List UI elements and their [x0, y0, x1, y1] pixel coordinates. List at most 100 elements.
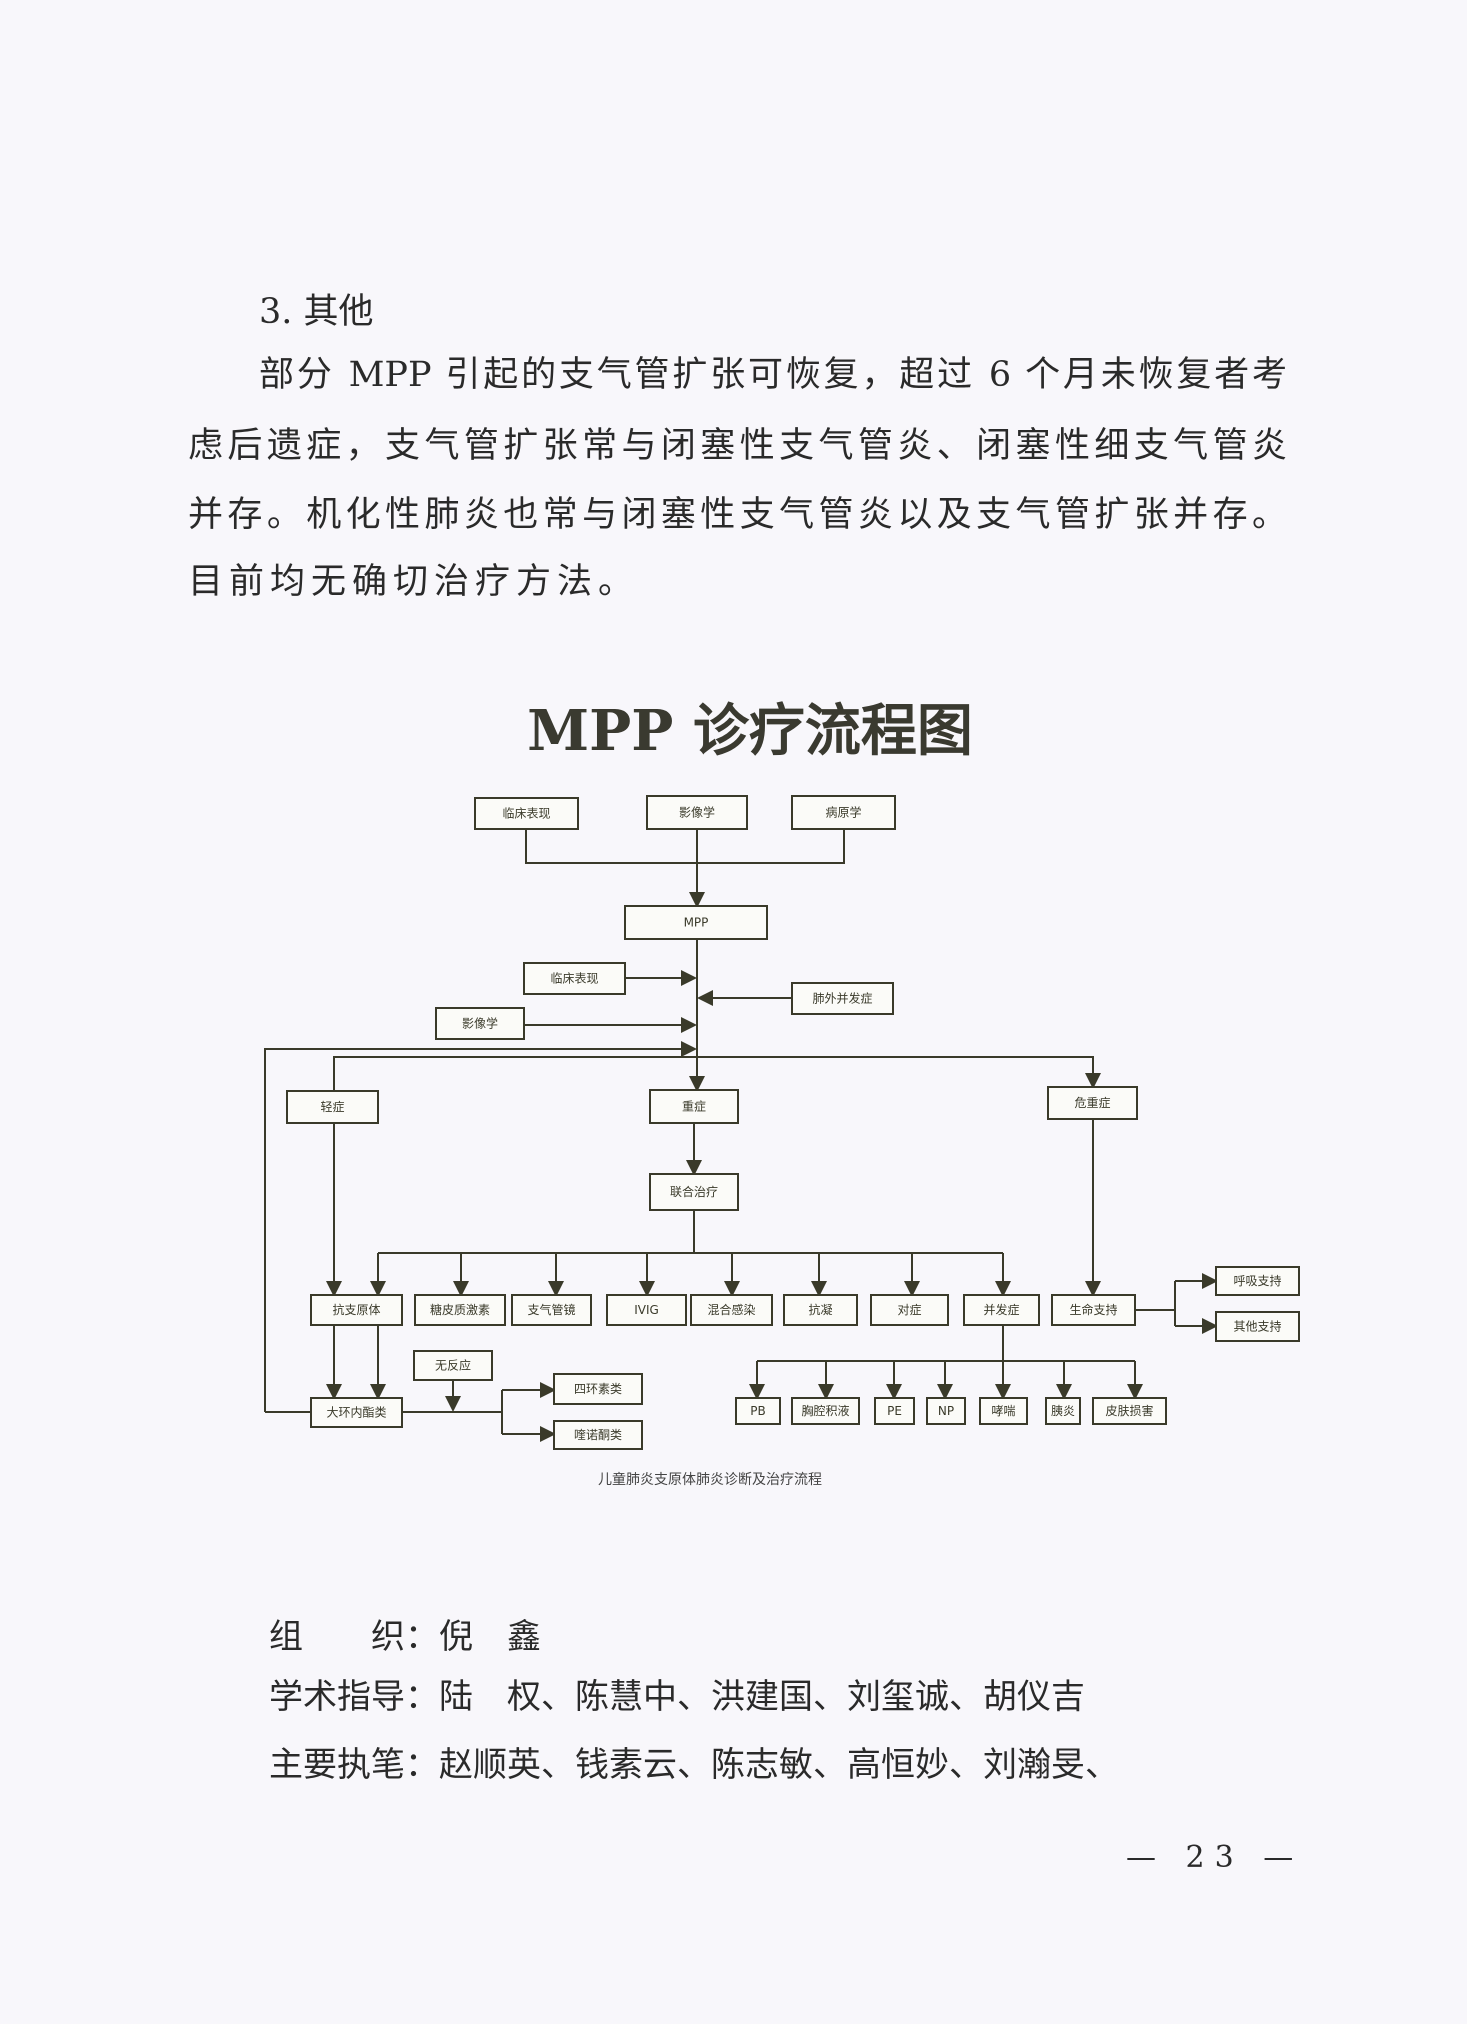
paragraph-line: 虑后遗症，支气管扩张常与闭塞性支气管炎、闭塞性细支气管炎	[188, 426, 1287, 466]
flow-arrow	[333, 1056, 1101, 1091]
flow-node-box	[870, 1294, 949, 1326]
flow-node-label: 生命支持	[1069, 1302, 1117, 1317]
credit-academic-advisors: 学术指导：陆 权、陈慧中、洪建国、刘玺诚、胡仪吉	[269, 1677, 1085, 1717]
flow-node-box	[553, 1420, 643, 1450]
flow-node-label: 抗凝	[808, 1302, 832, 1317]
flow-node-label: 胰炎	[1051, 1404, 1075, 1418]
flow-node-quinolone: 喹诺酮类	[553, 1420, 643, 1450]
flow-node-combined: 联合治疗	[649, 1173, 739, 1211]
flow-node-box	[606, 1294, 687, 1326]
flow-node-label: 并发症	[983, 1302, 1019, 1317]
flow-node-label: 影像学	[462, 1016, 498, 1031]
flow-node-steroid: 糖皮质激素	[414, 1294, 506, 1326]
paragraph-line: 目前均无确切治疗方法。	[188, 562, 640, 602]
flow-node-tetracycline: 四环素类	[553, 1373, 643, 1405]
flow-node-box	[624, 905, 768, 940]
flow-node-box	[1051, 1294, 1136, 1326]
flow-connector	[525, 829, 845, 864]
flow-node-label: IVIG	[634, 1303, 659, 1317]
flow-node-box	[1215, 1266, 1300, 1296]
flow-node-label: 大环内酯类	[326, 1406, 386, 1420]
flow-node-box	[874, 1397, 915, 1425]
flow-node-box	[523, 962, 626, 995]
flow-node-box	[474, 797, 579, 830]
flow-node-mpp: MPP	[624, 905, 768, 940]
flow-node-label: 临床表现	[550, 972, 598, 986]
credit-main-writers: 主要执笔：赵顺英、钱素云、陈志敏、高恒妙、刘瀚旻、	[269, 1745, 1119, 1785]
flow-node-label: 呼吸支持	[1233, 1273, 1281, 1288]
flow-node-box	[791, 795, 896, 830]
flow-node-box	[286, 1090, 379, 1124]
flow-node-imaging2: 影像学	[435, 1007, 525, 1040]
flow-node-mixed: 混合感染	[690, 1294, 773, 1326]
flow-node-lifesupport: 生命支持	[1051, 1294, 1136, 1326]
flow-node-label: 皮肤损害	[1105, 1403, 1153, 1418]
flow-node-label: NP	[938, 1404, 954, 1418]
flow-node-label: 临床表现	[502, 807, 550, 821]
flow-node-ivig: IVIG	[606, 1294, 687, 1326]
flow-node-box	[791, 982, 894, 1015]
flow-node-box	[735, 1397, 781, 1425]
flow-node-macrolide: 大环内酯类	[310, 1397, 403, 1428]
flow-node-box	[791, 1397, 860, 1425]
flow-node-box	[310, 1397, 403, 1428]
flow-node-pathogen: 病原学	[791, 795, 896, 830]
flow-node-box	[649, 1089, 739, 1124]
flow-node-imaging1: 影像学	[646, 795, 748, 830]
flow-node-box	[926, 1397, 966, 1425]
paragraph-line: 并存。机化性肺炎也常与闭塞性支气管炎以及支气管扩张并存。	[188, 495, 1287, 535]
flow-node-label: 胸腔积液	[801, 1403, 849, 1418]
flow-node-label: 四环素类	[574, 1382, 622, 1396]
flow-node-label: 轻症	[320, 1099, 344, 1114]
flow-node-label: 危重症	[1074, 1095, 1110, 1110]
flow-node-label: 抗支原体	[332, 1302, 380, 1317]
credit-organizer: 组 织：倪 鑫	[269, 1617, 541, 1657]
flow-node-box	[963, 1294, 1040, 1326]
flow-node-box	[1045, 1397, 1081, 1425]
flow-node-box	[649, 1173, 739, 1211]
flow-node-np: NP	[926, 1397, 966, 1425]
flow-node-noresponse: 无反应	[413, 1350, 493, 1381]
flow-node-severe: 重症	[649, 1089, 739, 1124]
page-number: — 23 —	[1126, 1840, 1304, 1875]
flow-node-label: 病原学	[825, 805, 861, 820]
flow-node-label: 其他支持	[1233, 1319, 1281, 1334]
flow-node-anticoag: 抗凝	[783, 1294, 858, 1326]
flow-node-bronchoscopy: 支气管镜	[511, 1294, 592, 1326]
flow-node-extrapulmonary: 肺外并发症	[791, 982, 894, 1015]
flow-node-label: 哮喘	[991, 1404, 1015, 1418]
flow-node-asthma: 哮喘	[979, 1397, 1028, 1425]
flow-node-box	[310, 1294, 403, 1326]
flow-node-box	[414, 1294, 506, 1326]
flow-node-label: 支气管镜	[527, 1302, 575, 1317]
flow-node-label: 对症	[897, 1302, 921, 1317]
section-heading: 3. 其他	[259, 292, 374, 332]
flow-node-label: 影像学	[679, 805, 715, 820]
flow-node-pancreatitis: 胰炎	[1045, 1397, 1081, 1425]
flow-arrow	[264, 1041, 697, 1412]
flow-node-critical: 危重症	[1047, 1086, 1138, 1120]
flow-node-label: 肺外并发症	[812, 991, 872, 1006]
flow-node-pb: PB	[735, 1397, 781, 1425]
flow-node-clinical2: 临床表现	[523, 962, 626, 995]
flow-node-label: 糖皮质激素	[430, 1302, 490, 1317]
flowchart-title: MPP 诊疗流程图	[527, 698, 973, 764]
flow-node-box	[1047, 1086, 1138, 1120]
flow-node-label: MPP	[684, 916, 709, 930]
flow-node-antimyco: 抗支原体	[310, 1294, 403, 1326]
flow-node-mild: 轻症	[286, 1090, 379, 1124]
flowchart-caption: 儿童肺炎支原体肺炎诊断及治疗流程	[598, 1472, 822, 1488]
flow-node-box	[646, 795, 748, 830]
flow-node-label: 联合治疗	[670, 1184, 718, 1199]
flow-node-pe: PE	[874, 1397, 915, 1425]
flow-node-label: 混合感染	[707, 1302, 755, 1317]
flow-node-box	[690, 1294, 773, 1326]
flow-node-label: PE	[887, 1404, 902, 1418]
flow-node-effusion: 胸腔积液	[791, 1397, 860, 1425]
flow-node-box	[413, 1350, 493, 1381]
flow-node-label: PB	[750, 1404, 765, 1418]
flow-node-box	[783, 1294, 858, 1326]
flow-node-label: 无反应	[435, 1358, 471, 1373]
flow-node-complication: 并发症	[963, 1294, 1040, 1326]
